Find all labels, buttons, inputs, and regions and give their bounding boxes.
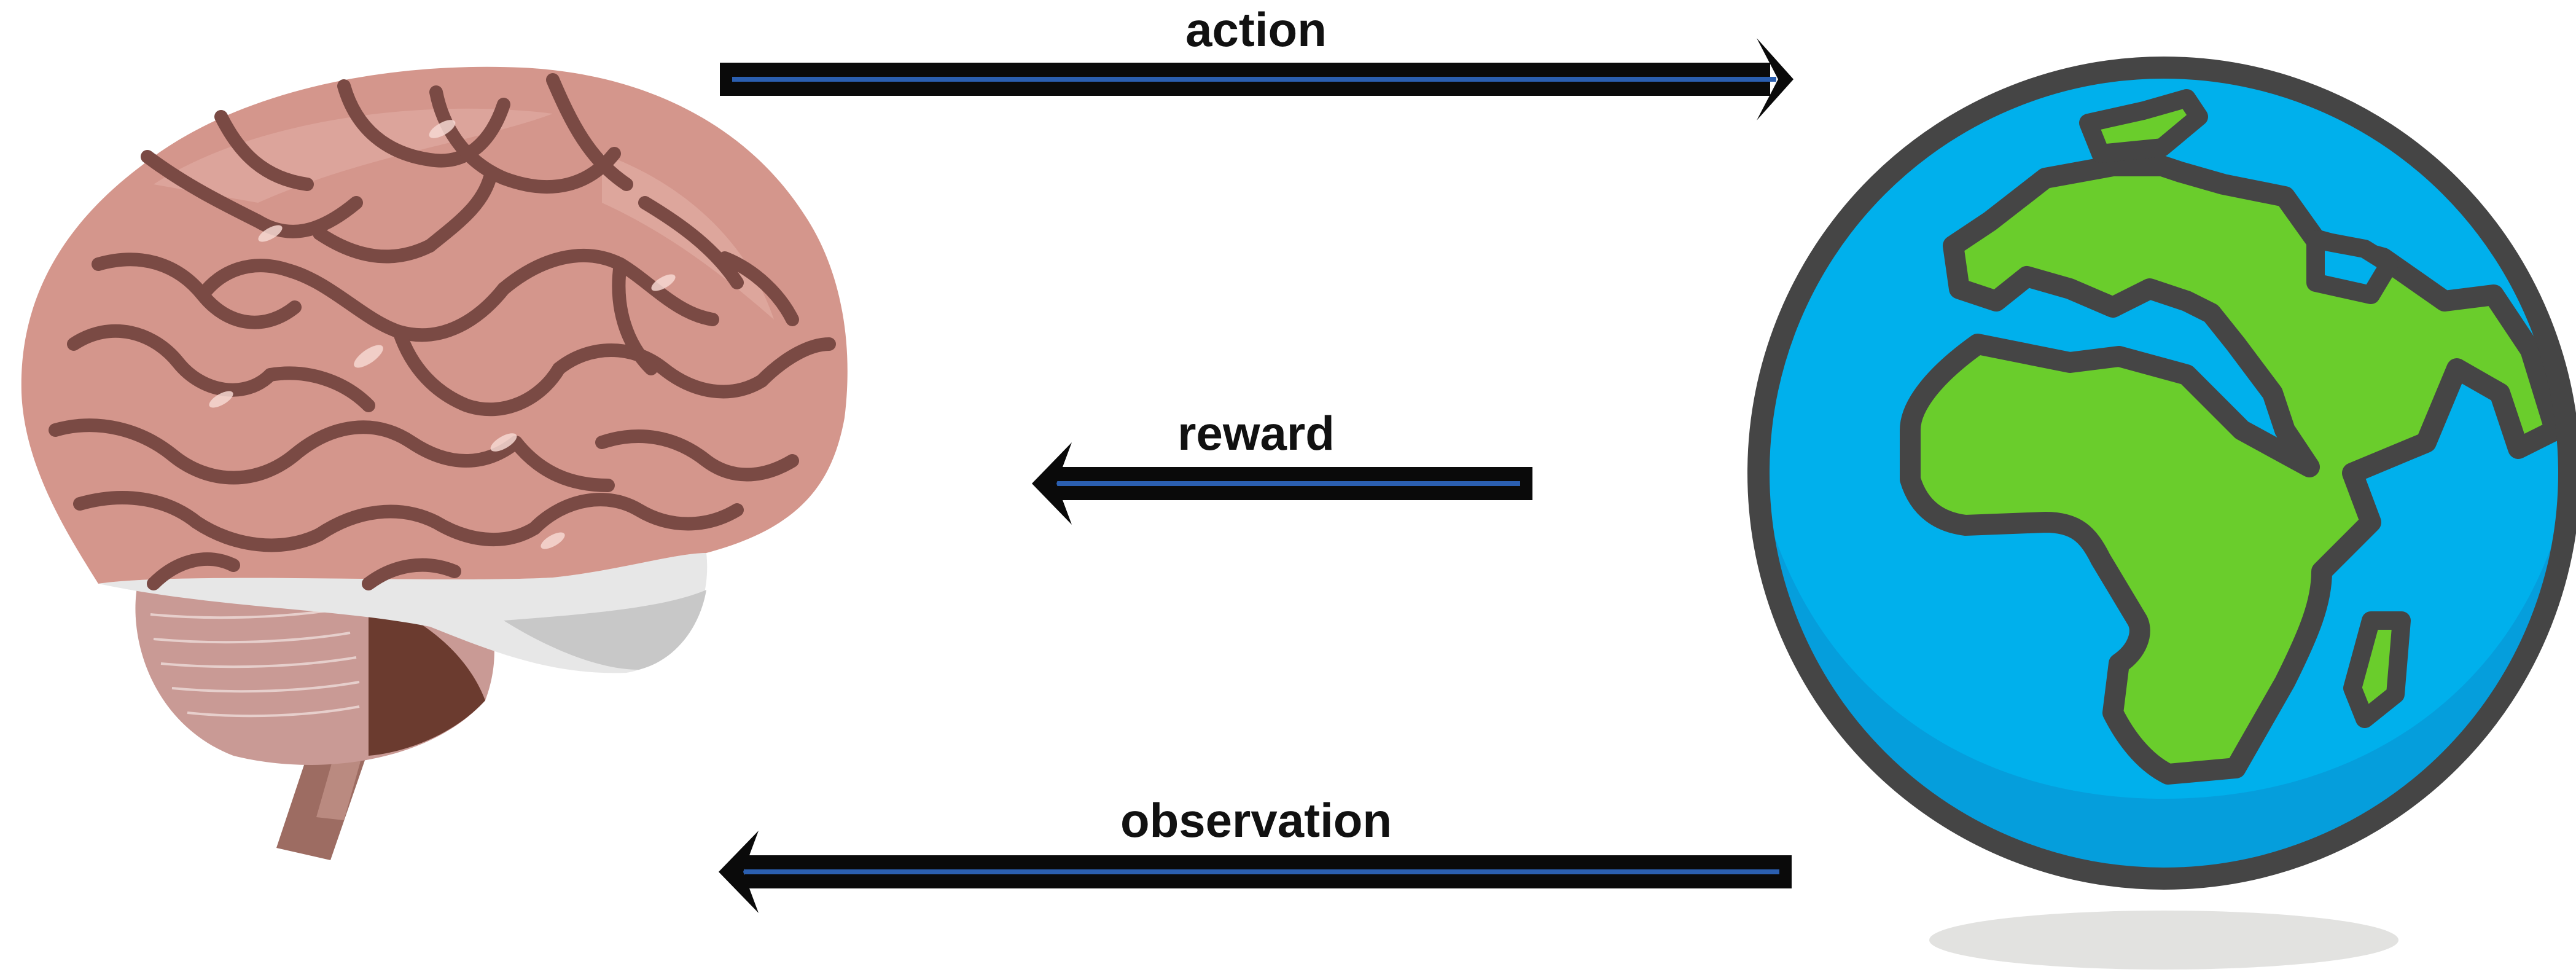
globe-shadow [1929, 911, 2398, 970]
observation-label: observation [1120, 793, 1392, 847]
continent-madagascar [2343, 611, 2411, 728]
reward-arrow [1032, 442, 1532, 525]
arrowhead-left [719, 831, 759, 913]
action-arrow [720, 38, 1793, 120]
globe-ocean-shade [1763, 498, 2564, 879]
continent-africa-europe [1900, 155, 2566, 785]
continent-island-north [2079, 89, 2208, 163]
arrowhead-left [1032, 442, 1072, 525]
arrowhead-right [1757, 38, 1793, 120]
brain-icon [21, 66, 848, 860]
reward-label: reward [1177, 406, 1335, 460]
earth-globe-icon [1747, 57, 2576, 970]
globe-outline [1747, 57, 2576, 890]
inland-sea [2306, 230, 2398, 304]
observation-arrow [719, 831, 1792, 913]
action-label: action [1185, 2, 1327, 57]
